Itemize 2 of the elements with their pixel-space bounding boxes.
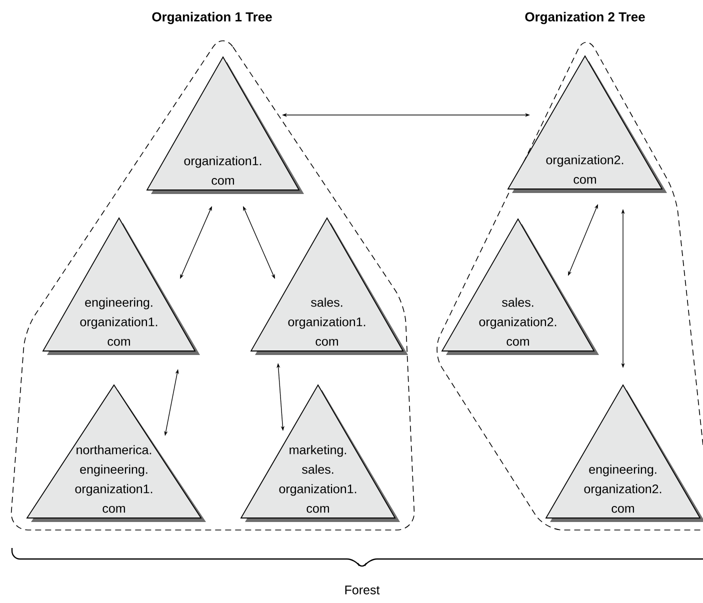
node-label: Organization 1 Tree (152, 12, 272, 24)
brace-label: Forest (345, 586, 380, 594)
